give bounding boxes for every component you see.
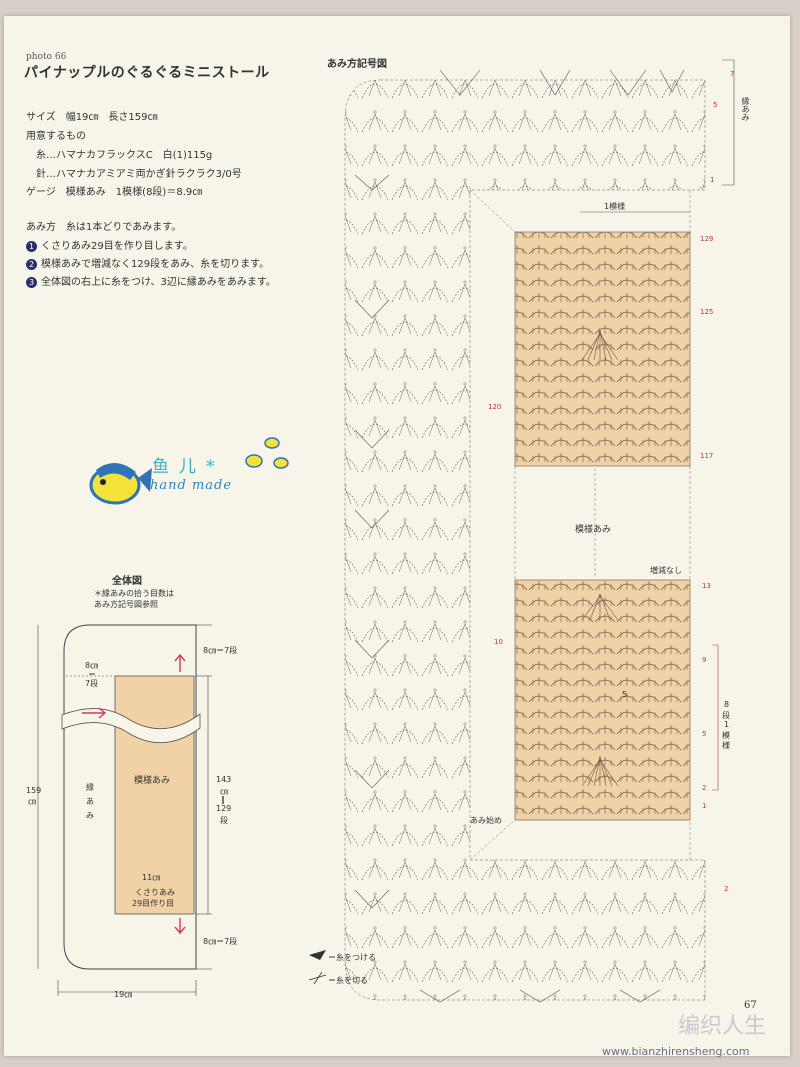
instruction-step: 3 全体図の右上に糸をつけ、3辺に縁あみをあみます。 <box>26 273 276 288</box>
start-label: あみ始め <box>470 816 502 825</box>
row-number: 5 <box>713 101 718 109</box>
repeat-vertical: 段 <box>722 711 730 720</box>
edging-char: 縁 <box>741 97 750 105</box>
row-number: 2 <box>702 784 707 792</box>
left-border-dim: ＝ <box>88 670 96 679</box>
size-spec: サイズ 幅19㎝ 長さ159㎝ <box>26 112 158 123</box>
row-number: 9 <box>702 656 707 664</box>
legend-cut: ＝糸を切る <box>328 976 368 985</box>
hook-spec: 針…ハマナカアミアミ両かぎ針ラクラク3/0号 <box>36 169 242 180</box>
row-number: 125 <box>700 308 714 316</box>
row-number: 13 <box>702 582 711 590</box>
row-number: 2 <box>724 885 729 893</box>
step-number: 3 <box>26 277 37 288</box>
row-number: 1 <box>702 802 707 810</box>
overview-title: 全体図 <box>112 576 142 587</box>
body-length: 129 <box>216 804 232 813</box>
body-label: 模様あみ <box>134 776 171 786</box>
chain-start: 29目作り目 <box>132 899 175 908</box>
chart-title: あみ方記号図 <box>327 59 387 70</box>
left-border-dim: 7段 <box>85 679 99 688</box>
bottom-border-dim: 8㎝＝7段 <box>203 937 238 946</box>
left-border-dim: 8㎝ <box>85 661 99 670</box>
row-number: 10 <box>494 638 503 646</box>
body-length: 段 <box>220 816 228 825</box>
repeat-vertical: 様 <box>722 741 730 750</box>
body-length: 143 <box>216 775 232 784</box>
row-number: 7 <box>730 70 735 78</box>
gauge-spec: ゲージ 模様あみ 1模様(8段)＝8.9㎝ <box>26 187 203 198</box>
edging-label: あ <box>86 797 94 806</box>
repeat-vertical: 1 <box>724 720 730 729</box>
total-length: 159 <box>26 786 42 795</box>
no-change-label: 増減なし <box>650 566 682 575</box>
inner-count: 5 <box>622 690 628 699</box>
edging-char: あ <box>741 105 750 113</box>
body-length: ‖ <box>221 795 225 804</box>
edging-char: み <box>741 113 750 121</box>
repeat-vertical: 8 <box>724 700 730 709</box>
logo-subtitle: hand made <box>150 478 233 493</box>
repeat-vertical: 模 <box>722 731 730 740</box>
pattern-title: パイナップルのぐるぐるミニストール <box>24 65 270 81</box>
total-width: 19㎝ <box>114 990 133 999</box>
row-number: 120 <box>488 403 502 411</box>
watermark-url: www.bianzhirensheng.com <box>602 1045 750 1058</box>
edging-label: 縁 <box>86 783 94 792</box>
photo-number: photo 66 <box>26 52 67 62</box>
instruction-step: 1 くさりあみ29目を作り目します。 <box>26 237 193 252</box>
row-number: 129 <box>700 235 714 243</box>
overview-note: ＊縁あみの拾う目数は <box>94 589 174 598</box>
page-number: 67 <box>744 1000 757 1011</box>
step-text: くさりあみ29目を作り目します。 <box>41 241 193 252</box>
top-border-dim: 8㎝＝7段 <box>203 646 238 655</box>
watermark-text: 编织人生 <box>678 1014 767 1039</box>
step-number: 2 <box>26 259 37 270</box>
step-text: 全体図の右上に糸をつけ、3辺に縁あみをあみます。 <box>41 277 276 288</box>
body-length: ㎝ <box>220 787 228 796</box>
materials-heading: 用意するもの <box>26 131 86 142</box>
edging-label: み <box>86 811 94 820</box>
body-pattern-label: 模様あみ <box>575 525 612 535</box>
repeat-label: 1模様 <box>604 202 626 211</box>
edging-vertical-label: 縁あみ <box>740 97 751 121</box>
row-number: 1 <box>710 176 715 184</box>
row-number: 117 <box>700 452 714 460</box>
overview-note: あみ方記号図参照 <box>94 600 158 609</box>
instruction-step: 2 模様あみで増減なく129段をあみ、糸を切ります。 <box>26 255 269 270</box>
step-text: 模様あみで増減なく129段をあみ、糸を切ります。 <box>41 259 270 270</box>
legend-attach: ＝糸をつける <box>328 953 376 962</box>
inner-width: 11㎝ <box>142 873 161 882</box>
total-length-unit: ㎝ <box>28 797 36 806</box>
instructions-heading: あみ方 糸は1本どりであみます。 <box>26 222 182 233</box>
chain-start: くさりあみ <box>135 888 175 897</box>
row-number: 5 <box>702 730 707 738</box>
logo-text: 鱼儿* <box>152 457 225 477</box>
yarn-spec: 糸…ハマナカフラックスC 白(1)115g <box>36 150 213 161</box>
step-number: 1 <box>26 241 37 252</box>
